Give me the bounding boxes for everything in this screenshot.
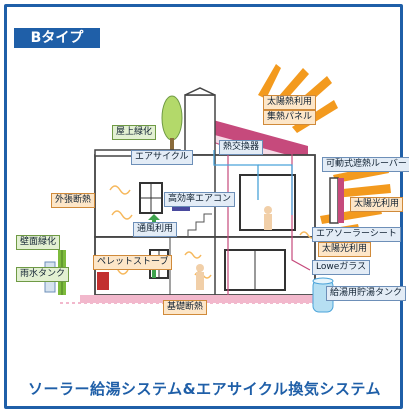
rooftop-tree [161,95,183,141]
loft [184,94,216,156]
label-air-cycle: エアサイクル [131,150,193,165]
label-low-e-glass: Loweガラス [312,260,371,275]
stairs [187,213,212,237]
label-pellet-stove: ペレットストーブ [93,255,173,270]
person-icon [196,206,272,290]
label-high-eff-aircon: 高効率エアコン [164,192,236,207]
label-external-insulation: 外張断熱 [51,193,96,208]
label-solar-heat-use: 太陽熱利用 [263,95,317,110]
diagram-title: ソーラー給湯システム&エアサイクル換気システム [28,380,381,398]
label-solar-light-use-2: 太陽光利用 [318,242,372,257]
label-collector-panel: 集熱パネル [263,110,317,125]
label-foundation-insulation: 基礎断熱 [163,300,208,315]
label-solar-light-use-1: 太陽光利用 [350,197,404,212]
pellet-stove [97,272,109,290]
air-flow-lines [213,150,293,215]
label-wall-greening: 壁面緑化 [16,235,61,250]
label-wind-use: 通風利用 [133,222,178,237]
label-rooftop-greening: 屋上緑化 [112,125,157,140]
label-heat-exchanger: 熱交換器 [219,140,264,155]
label-hot-water-tank: 給湯用貯湯タンク [326,286,407,301]
type-badge: Bタイプ [14,28,100,48]
label-air-solar-sheet: エアソーラーシート [312,227,401,242]
foundation [80,295,320,303]
label-rain-tank: 雨水タンク [16,267,70,282]
louver [329,177,339,224]
label-movable-louver: 可動式遮熱ルーバー [322,157,409,172]
